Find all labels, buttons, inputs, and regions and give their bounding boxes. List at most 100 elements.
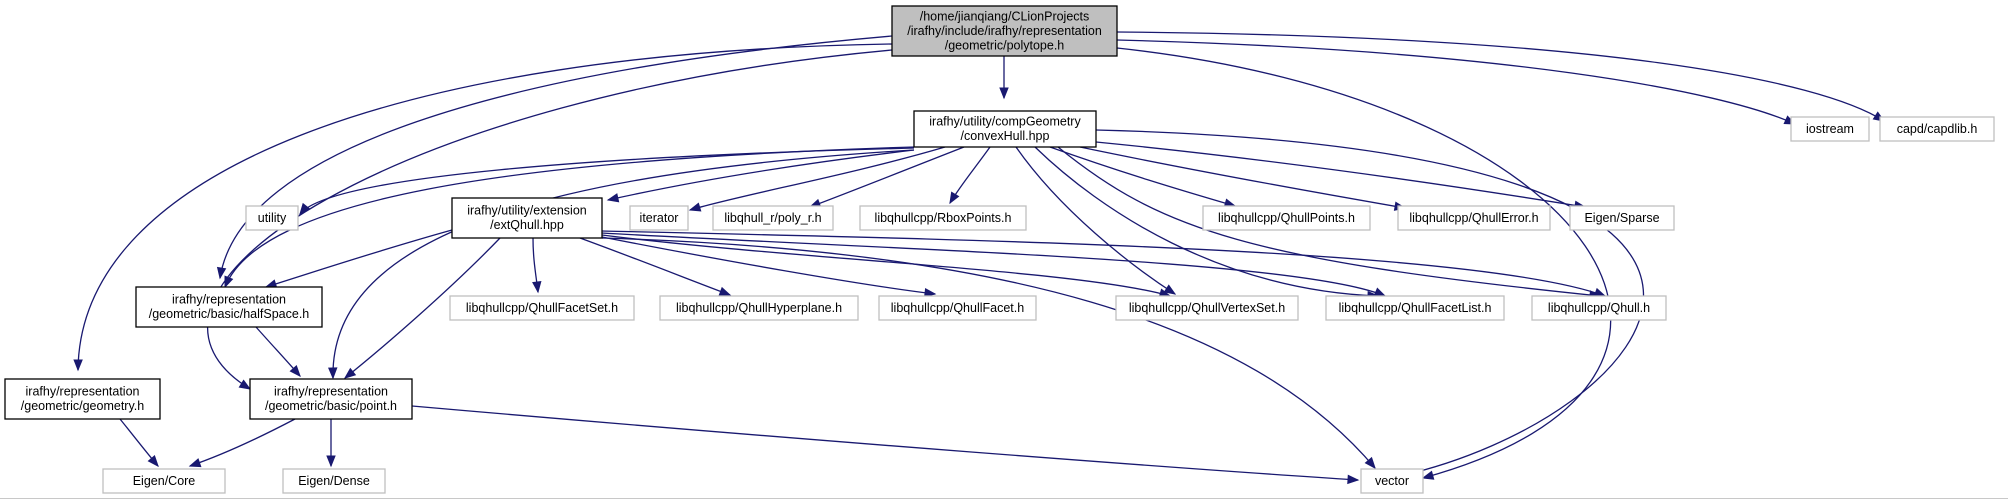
node-label-line: Eigen/Core: [133, 474, 196, 488]
edge-convexHull-to-RboxPoints: [949, 146, 991, 205]
edge-arrowhead: [147, 454, 159, 468]
edge-line: [601, 236, 936, 295]
node-label-line: irafhy/representation: [172, 293, 286, 307]
edge-line: [332, 149, 915, 379]
node-label-line: libqhullcpp/QhullError.h: [1409, 211, 1538, 225]
edge-arrowhead: [949, 191, 960, 205]
edge-line: [299, 147, 915, 215]
edge-extQhull-to-QhullFacetSet: [532, 237, 542, 294]
edge-arrowhead: [1421, 470, 1435, 480]
edge-line: [601, 237, 1376, 469]
node-QhullError[interactable]: libqhullcpp/QhullError.h: [1397, 205, 1551, 231]
node-label-line: libqhullcpp/QhullHyperplane.h: [676, 301, 842, 315]
node-label-line: libqhullcpp/QhullFacet.h: [891, 301, 1024, 315]
edge-arrowhead: [1373, 287, 1387, 297]
nodes-layer: /home/jianqiang/CLionProjects/irafhy/inc…: [4, 5, 1995, 494]
edge-convexHull-to-iterator: [688, 146, 946, 212]
edge-line: [411, 405, 1359, 481]
node-iostream[interactable]: iostream: [1790, 116, 1870, 142]
edge-point-to-vector: [411, 405, 1360, 485]
node-QhullVertexSet[interactable]: libqhullcpp/QhullVertexSet.h: [1115, 295, 1299, 321]
node-label-line: Eigen/Sparse: [1584, 211, 1659, 225]
node-halfSpace[interactable]: irafhy/representation/geometric/basic/ha…: [135, 286, 323, 328]
node-geometry[interactable]: irafhy/representation/geometric/geometry…: [4, 378, 161, 420]
edge-line: [1079, 146, 1406, 209]
edge-line: [579, 237, 731, 296]
edge-convexHull-to-extQhull: [606, 149, 915, 203]
node-label-line: /geometric/basic/point.h: [265, 399, 397, 413]
node-label-line: /convexHull.hpp: [961, 129, 1050, 143]
node-label-line: utility: [258, 211, 287, 225]
node-utility[interactable]: utility: [245, 205, 299, 231]
node-vector[interactable]: vector: [1360, 468, 1424, 494]
node-QhullHyperplane[interactable]: libqhullcpp/QhullHyperplane.h: [659, 295, 859, 321]
edge-convexHull-to-QhullError: [1079, 146, 1407, 211]
edge-point-to-EigenDense: [326, 419, 336, 468]
node-box: [1360, 468, 1424, 494]
edge-line: [1095, 141, 1586, 208]
edge-extQhull-to-vector: [601, 237, 1376, 470]
edge-arrowhead: [216, 266, 227, 280]
edges-layer: [73, 31, 1886, 485]
edge-line: [1095, 129, 1644, 477]
node-polytope[interactable]: /home/jianqiang/CLionProjects/irafhy/inc…: [891, 5, 1118, 57]
node-label-line: vector: [1375, 474, 1409, 488]
edge-extQhull-to-QhullFacet: [601, 236, 937, 298]
node-QhullFacetList[interactable]: libqhullcpp/QhullFacetList.h: [1325, 295, 1505, 321]
node-label-line: iterator: [640, 211, 679, 225]
node-label-line: iostream: [1806, 122, 1854, 136]
node-Qhull[interactable]: libqhullcpp/Qhull.h: [1531, 295, 1667, 321]
node-QhullFacet[interactable]: libqhullcpp/QhullFacet.h: [878, 295, 1037, 321]
node-label-line: irafhy/representation: [274, 385, 388, 399]
node-box: [1202, 205, 1371, 231]
node-box: [1569, 205, 1675, 231]
node-label-line: libqhullcpp/Qhull.h: [1548, 301, 1650, 315]
node-box: [451, 197, 603, 239]
node-EigenDense[interactable]: Eigen/Dense: [282, 468, 386, 494]
node-QhullPoints[interactable]: libqhullcpp/QhullPoints.h: [1202, 205, 1371, 231]
edge-extQhull-to-QhullFacetList: [601, 232, 1387, 297]
node-label-line: /geometric/polytope.h: [945, 38, 1065, 52]
node-label-line: libqhullcpp/QhullPoints.h: [1218, 211, 1355, 225]
node-convexHull[interactable]: irafhy/utility/compGeometry/convexHull.h…: [913, 110, 1097, 148]
node-box: [449, 295, 635, 321]
edge-line: [219, 35, 893, 279]
node-extQhull[interactable]: irafhy/utility/extension/extQhull.hpp: [451, 197, 603, 239]
edge-line: [1049, 146, 1236, 207]
edge-line: [601, 232, 1386, 297]
node-box: [712, 205, 834, 231]
edge-arrowhead: [688, 202, 702, 212]
node-label-line: Eigen/Dense: [298, 474, 370, 488]
node-point[interactable]: irafhy/representation/geometric/basic/po…: [249, 378, 413, 420]
edge-arrowhead: [343, 367, 357, 379]
node-poly_r[interactable]: libqhull_r/poly_r.h: [712, 205, 834, 231]
edge-arrowhead: [1347, 474, 1360, 485]
node-EigenSparse[interactable]: Eigen/Sparse: [1569, 205, 1675, 231]
node-iterator[interactable]: iterator: [629, 205, 689, 231]
node-RboxPoints[interactable]: libqhullcpp/RboxPoints.h: [859, 205, 1027, 231]
node-box: [1397, 205, 1551, 231]
edge-line: [607, 149, 915, 201]
edge-polytope-to-iostream: [1116, 39, 1797, 125]
edge-convexHull-to-halfSpace: [224, 146, 915, 289]
edge-convexHull-to-QhullVertexSet: [1015, 146, 1177, 295]
edge-line: [1015, 146, 1176, 295]
node-QhullFacetSet[interactable]: libqhullcpp/QhullFacetSet.h: [449, 295, 635, 321]
node-box: [249, 378, 413, 420]
edge-point-to-EigenCore: [188, 418, 296, 468]
edge-line: [77, 43, 893, 371]
edge-arrowhead: [606, 193, 620, 203]
node-label-line: libqhull_r/poly_r.h: [724, 211, 821, 225]
node-label-line: irafhy/representation: [26, 385, 140, 399]
edge-line: [189, 418, 296, 467]
node-capdlib[interactable]: capd/capdlib.h: [1879, 116, 1995, 142]
edge-line: [689, 146, 946, 211]
edge-extQhull-to-halfSpace: [264, 229, 453, 289]
edge-arrowhead: [532, 281, 542, 294]
node-EigenCore[interactable]: Eigen/Core: [102, 468, 226, 494]
node-box: [4, 378, 161, 420]
node-box: [859, 205, 1027, 231]
edge-line: [1034, 146, 1379, 297]
edge-arrowhead: [188, 458, 202, 468]
